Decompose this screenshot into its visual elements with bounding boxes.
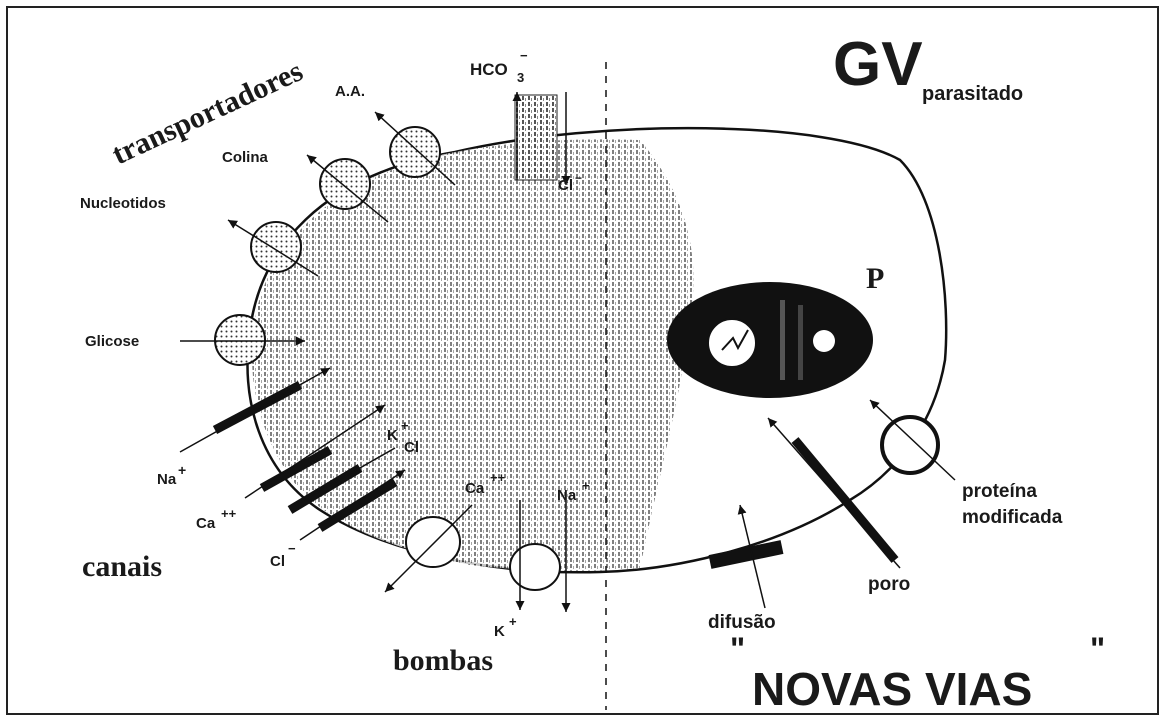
label-ca-pump: Ca <box>465 480 485 497</box>
parasite <box>667 282 873 398</box>
label-ca: Ca <box>196 515 216 532</box>
parasite-label: P <box>866 262 884 295</box>
label-choline: Colina <box>222 149 268 166</box>
label-pumps: bombas <box>393 644 493 677</box>
label-transporters: transportadores <box>107 54 308 171</box>
label-channels: canais <box>82 550 162 583</box>
label-new-paths: NOVAS VIAS <box>752 663 1032 715</box>
label-diffusion: difusão <box>708 612 776 633</box>
label-hco3-sub: 3 <box>517 70 524 85</box>
label-hco3-sup: − <box>520 48 528 63</box>
label-nucleotides: Nucleotidos <box>80 195 166 212</box>
label-cl-top: Cl <box>558 177 573 194</box>
label-k-left-sup: + <box>401 418 409 433</box>
quote-open: " <box>730 631 745 667</box>
label-k-pump-sup: + <box>509 614 517 629</box>
label-na-pump-sup: + <box>582 478 590 493</box>
label-cl-bottom: Cl <box>270 553 285 570</box>
label-na: Na <box>157 471 177 488</box>
label-na-pump: Na <box>557 487 577 504</box>
label-protein-line1: proteína <box>962 481 1037 502</box>
label-hco3: HCO <box>470 60 508 79</box>
title-gv: GV <box>833 30 923 99</box>
label-na-sup: + <box>178 462 186 478</box>
label-protein-line2: modificada <box>962 507 1063 528</box>
label-k-left: K <box>387 427 398 444</box>
label-ca-pump-sup: ++ <box>490 470 506 485</box>
label-ca-sup: ++ <box>221 506 237 521</box>
label-pore: poro <box>868 574 910 595</box>
label-glucose: Glicose <box>85 333 139 350</box>
quote-close: " <box>1090 631 1105 667</box>
label-k-pump: K <box>494 623 505 640</box>
label-cl-top-sup: − <box>575 171 582 185</box>
label-aa: A.A. <box>335 83 365 100</box>
title-parasitized: parasitado <box>922 83 1023 105</box>
label-cl-mid: Cl <box>404 439 419 456</box>
label-cl-bottom-sup: − <box>288 541 296 556</box>
